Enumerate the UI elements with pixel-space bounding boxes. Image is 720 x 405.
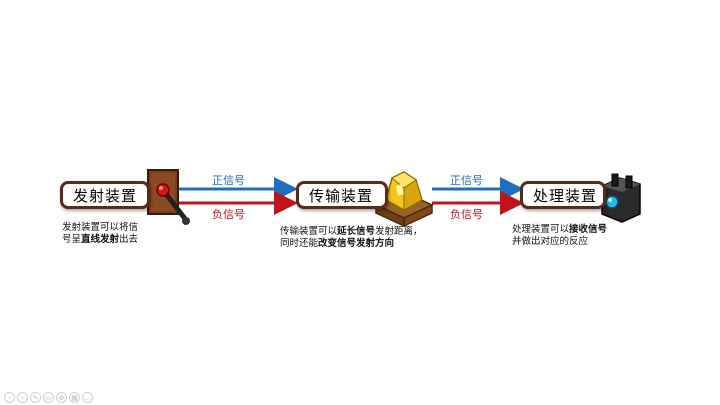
node-processor-description: 处理装置可以接收信号 并做出对应的反应 <box>512 224 607 248</box>
desc-line: 处理装置可以接收信号 <box>512 224 607 236</box>
node-emitter-label: 发射装置 <box>73 186 138 205</box>
node-emitter-description: 发射装置可以将信 号呈直线发射出去 <box>62 222 138 246</box>
desc-line: 并做出对应的反应 <box>512 236 607 248</box>
slideshow-toolbar: ‹ › ✎ ▭ ⊕ ▦ … <box>4 392 93 403</box>
desc-text: 出去 <box>119 234 139 245</box>
gold-crystal-block-icon <box>374 171 434 228</box>
desc-text: 传输装置可以 <box>280 226 338 237</box>
desc-text: 并做出对应的反应 <box>512 236 589 247</box>
more-icon[interactable]: … <box>82 392 93 403</box>
desc-line: 同时还能改变信号发射方向 <box>280 238 423 250</box>
edge-1-positive-label: 正信号 <box>212 174 245 187</box>
node-transmitter-label: 传输装置 <box>309 186 374 205</box>
node-processor: 处理装置 <box>520 181 606 209</box>
desc-highlight: 直线发射 <box>81 234 120 245</box>
signal-receiver-block-icon <box>601 173 641 223</box>
eraser-icon[interactable]: ▭ <box>43 392 54 403</box>
desc-text: 发射距离， <box>375 226 423 237</box>
edge-2-negative-label: 负信号 <box>450 208 483 221</box>
desc-line: 传输装置可以延长信号发射距离， <box>280 226 423 238</box>
desc-line: 号呈直线发射出去 <box>62 234 138 246</box>
zoom-icon[interactable]: ⊕ <box>56 392 67 403</box>
desc-line: 发射装置可以将信 <box>62 222 138 234</box>
node-transmitter: 传输装置 <box>296 181 388 209</box>
desc-text: 处理装置可以 <box>512 224 570 235</box>
desc-highlight: 改变信号发射方向 <box>318 238 395 249</box>
edge-1-negative-label: 负信号 <box>212 208 245 221</box>
node-transmitter-description: 传输装置可以延长信号发射距离， 同时还能改变信号发射方向 <box>280 226 423 250</box>
desc-text: 同时还能 <box>280 238 319 249</box>
desc-text: 号呈 <box>62 234 82 245</box>
pen-icon[interactable]: ✎ <box>30 392 41 403</box>
grid-icon[interactable]: ▦ <box>69 392 80 403</box>
prev-icon[interactable]: ‹ <box>4 392 15 403</box>
lever-switch-icon <box>147 169 190 225</box>
next-icon[interactable]: › <box>17 392 28 403</box>
desc-text: 发射装置可以将信 <box>62 222 139 233</box>
desc-highlight: 接收信号 <box>569 224 608 235</box>
node-emitter: 发射装置 <box>60 181 150 209</box>
edge-2-positive-label: 正信号 <box>450 174 483 187</box>
desc-highlight: 延长信号 <box>337 226 376 237</box>
node-processor-label: 处理装置 <box>533 186 598 205</box>
